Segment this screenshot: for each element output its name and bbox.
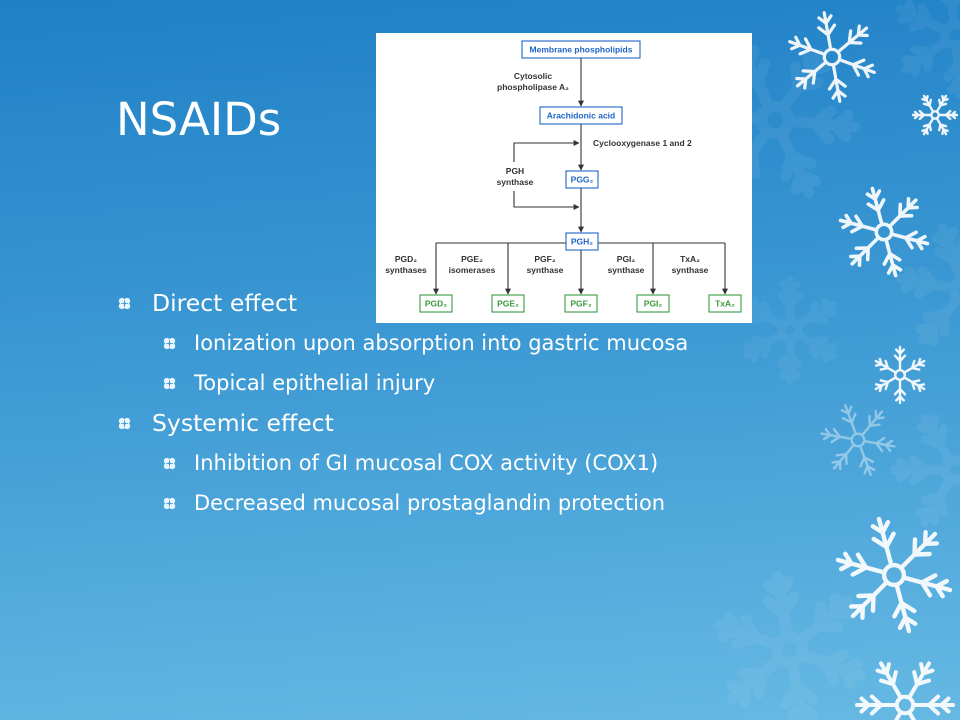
enzyme-pgd2-synthases-line1: PGD₂ bbox=[395, 254, 417, 264]
snowflake-arms bbox=[835, 516, 953, 634]
snowflake-center-ring bbox=[771, 631, 809, 669]
node-pgf2 bbox=[564, 294, 598, 313]
enzyme-txa2-synthase-line2: synthase bbox=[672, 265, 709, 275]
node-membrane-phospholipids-label: Membrane phospholipids bbox=[530, 45, 633, 55]
snowflake-icon bbox=[742, 276, 838, 384]
snowflake-arms bbox=[838, 186, 930, 278]
node-pgg2 bbox=[565, 170, 599, 189]
prostaglandin-pathway-diagram: Membrane phospholipids Arachidonic acid … bbox=[385, 40, 742, 313]
snowflake-icon bbox=[714, 570, 866, 720]
snowflake-arms bbox=[890, 413, 960, 527]
snowflake-icon bbox=[838, 186, 930, 278]
snowflake-icon bbox=[911, 94, 959, 136]
enzyme-cpla2-line2: phospholipase A₂ bbox=[497, 82, 569, 92]
snowflake-arms bbox=[896, 0, 960, 100]
node-arachidonic-acid-label: Arachidonic acid bbox=[547, 111, 616, 121]
sub-bullet-item: Topical epithelial injury bbox=[0, 363, 688, 403]
node-txa2-label: TxA₂ bbox=[715, 299, 735, 309]
node-pgd2 bbox=[419, 294, 453, 313]
snowflake-icon bbox=[896, 223, 960, 346]
sub-bullet-text: Decreased mucosal prostaglandin protecti… bbox=[194, 491, 666, 515]
snowflake-icon bbox=[820, 404, 896, 476]
bullet-item-systemic-effect: Systemic effect bbox=[0, 403, 688, 443]
snowflake-arms bbox=[896, 223, 960, 346]
snowflake-icon bbox=[890, 413, 960, 527]
node-pge2-label: PGE₂ bbox=[497, 299, 519, 309]
snowflake-arms bbox=[820, 404, 896, 476]
sub-bullet-item: Decreased mucosal prostaglandin protecti… bbox=[0, 483, 688, 523]
node-pgh2 bbox=[565, 232, 599, 251]
snowflake-arms bbox=[742, 276, 838, 384]
snowflake-center-ring bbox=[930, 110, 940, 120]
enzyme-pgf2-synthase-line1: PGF₂ bbox=[534, 254, 555, 264]
enzyme-pge2-isomerases-line2: isomerases bbox=[449, 265, 496, 275]
enzyme-pgh-synthase-line1: PGH bbox=[506, 166, 524, 176]
enzyme-pgd2-synthases-line2: synthases bbox=[385, 265, 427, 275]
snowflake-center-ring bbox=[777, 317, 803, 343]
pgh-synthase-upper-arrow bbox=[513, 140, 580, 162]
enzyme-pge2-isomerases-line1: PGE₂ bbox=[461, 254, 483, 264]
node-pgh2-label: PGH₂ bbox=[571, 237, 593, 247]
snowflake-center-ring bbox=[850, 432, 866, 448]
snowflake-center-ring bbox=[881, 562, 907, 588]
flower-bullet-icon bbox=[118, 297, 131, 310]
enzyme-txa2-synthase-line1: TxA₂ bbox=[680, 254, 700, 264]
sub-bullet-item: Ionization upon absorption into gastric … bbox=[0, 323, 688, 363]
flower-bullet-icon bbox=[163, 457, 176, 470]
node-pgg2-label: PGG₂ bbox=[571, 175, 594, 185]
enzyme-cox-label: Cyclooxygenase 1 and 2 bbox=[593, 138, 692, 148]
snowflake-arms bbox=[714, 570, 866, 720]
snowflake-icon bbox=[835, 516, 953, 634]
enzyme-cpla2-line1: Cytosolic bbox=[514, 71, 553, 81]
snowflake-center-ring bbox=[874, 222, 894, 242]
pathway-arrows bbox=[433, 58, 728, 295]
snowflake-arms bbox=[855, 661, 955, 720]
snowflake-center-ring bbox=[894, 694, 916, 716]
diagram-panel: Membrane phospholipids Arachidonic acid … bbox=[376, 33, 752, 323]
flower-bullet-icon bbox=[163, 377, 176, 390]
snowflake-center-ring bbox=[755, 100, 795, 140]
snowflake-center-ring bbox=[940, 455, 960, 485]
snowflake-arms bbox=[874, 345, 926, 405]
snowflake-arms bbox=[911, 94, 959, 136]
flower-bullet-icon bbox=[163, 337, 176, 350]
node-pgi2 bbox=[636, 294, 670, 313]
snowflake-icon bbox=[874, 345, 926, 405]
snowflake-icon bbox=[855, 661, 955, 720]
sub-bullet-item: Inhibition of GI mucosal COX activity (C… bbox=[0, 443, 688, 483]
node-pgf2-label: PGF₂ bbox=[570, 299, 591, 309]
pgh-synthase-lower-arrow bbox=[513, 191, 580, 210]
node-pgd2-label: PGD₂ bbox=[425, 299, 447, 309]
sub-bullet-text: Inhibition of GI mucosal COX activity (C… bbox=[194, 451, 659, 475]
flower-bullet-icon bbox=[118, 417, 131, 430]
enzyme-pgi2-synthase-line2: synthase bbox=[608, 265, 645, 275]
slide-title: NSAIDs bbox=[116, 93, 282, 146]
enzyme-pgi2-synthase-line1: PGI₂ bbox=[617, 254, 636, 264]
snowflake-center-ring bbox=[894, 369, 907, 382]
snowflake-icon bbox=[896, 0, 960, 100]
enzyme-pgh-synthase-line2: synthase bbox=[497, 177, 534, 187]
bullet-list: Direct effect Ionization upon absorption… bbox=[0, 283, 688, 523]
node-pgi2-label: PGI₂ bbox=[644, 299, 663, 309]
snowflake-center-ring bbox=[948, 274, 960, 306]
bullet-item-direct-effect: Direct effect bbox=[0, 283, 688, 323]
sub-bullet-text: Topical epithelial injury bbox=[194, 371, 436, 395]
node-membrane-phospholipids bbox=[521, 40, 641, 59]
bullet-text: Direct effect bbox=[152, 289, 298, 317]
node-txa2 bbox=[708, 294, 742, 313]
snowflake-center-ring bbox=[940, 20, 960, 50]
enzyme-pgf2-synthase-line2: synthase bbox=[527, 265, 564, 275]
snowflake-arms bbox=[788, 11, 876, 103]
bullet-text: Systemic effect bbox=[152, 409, 334, 437]
snowflake-center-ring bbox=[822, 47, 842, 67]
node-pge2 bbox=[491, 294, 525, 313]
snowflake-icon bbox=[788, 11, 876, 103]
flower-bullet-icon bbox=[163, 497, 176, 510]
sub-bullet-text: Ionization upon absorption into gastric … bbox=[194, 331, 689, 355]
node-arachidonic-acid bbox=[539, 106, 623, 125]
